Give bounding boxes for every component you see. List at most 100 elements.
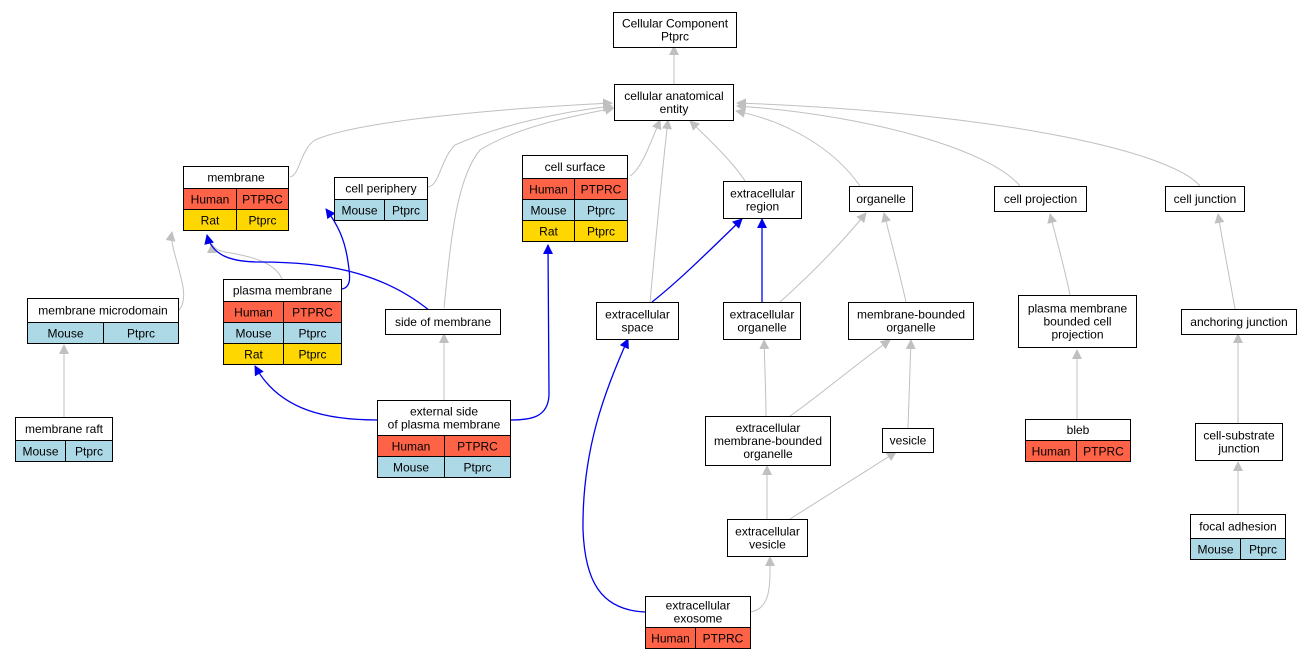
node-box bbox=[1195, 423, 1283, 461]
edge-projection-to-cae bbox=[736, 101, 1021, 187]
gene-label: PTPRC bbox=[1083, 445, 1124, 459]
node-label: extracellular bbox=[730, 308, 795, 322]
edge-surface-to-cae bbox=[629, 119, 662, 177]
node-label: Cellular Component bbox=[622, 17, 729, 31]
edge-ecspace-to-ecregion bbox=[651, 218, 743, 303]
edge-periphery-to-cae bbox=[427, 102, 613, 188]
node-box bbox=[723, 181, 802, 219]
edge-membrane-to-cae bbox=[289, 98, 613, 178]
node-label: cell junction bbox=[1174, 192, 1237, 206]
edge-ecspace-to-cae bbox=[649, 119, 672, 303]
node-label: membrane raft bbox=[25, 422, 104, 436]
gene-cell bbox=[384, 199, 428, 221]
node-junction[interactable]: cell junction bbox=[1165, 186, 1245, 212]
node-box bbox=[705, 416, 831, 466]
gene-cell bbox=[1240, 538, 1286, 560]
node-side[interactable]: side of membrane bbox=[385, 309, 501, 335]
gene-label: Ptprc bbox=[127, 327, 155, 341]
node-label: organelle bbox=[737, 321, 787, 335]
edge-exosome-to-ecspace bbox=[582, 338, 646, 613]
node-label: extracellular bbox=[736, 421, 801, 435]
node-label: cell periphery bbox=[345, 182, 416, 196]
node-label: side of membrane bbox=[395, 315, 491, 329]
node-label: membrane-bounded bbox=[857, 308, 965, 322]
edge-ecmbo-to-ecorganelle bbox=[759, 339, 770, 417]
gene-label: PTPRC bbox=[703, 632, 744, 646]
edge-junction-to-cae bbox=[736, 98, 1201, 187]
species-label: Mouse bbox=[47, 327, 83, 341]
node-label: of plasma membrane bbox=[388, 418, 501, 432]
node-box bbox=[27, 298, 179, 323]
species-label: Human bbox=[234, 306, 273, 320]
species-label: Mouse bbox=[235, 327, 271, 341]
node-label: extracellular bbox=[605, 308, 670, 322]
edge-microdomain-to-membrane bbox=[165, 231, 185, 312]
edges bbox=[59, 45, 1243, 613]
node-anchoring[interactable]: anchoring junction bbox=[1181, 309, 1297, 335]
node-label: region bbox=[746, 200, 779, 214]
gene-label: Ptprc bbox=[392, 204, 420, 218]
node-label: bounded cell bbox=[1043, 315, 1111, 329]
edge-organelle-to-cae bbox=[735, 107, 861, 187]
node-projection[interactable]: cell projection bbox=[994, 186, 1087, 212]
node-label: Ptprc bbox=[661, 30, 689, 44]
gene-label: Ptprc bbox=[587, 204, 615, 218]
node-label: bleb bbox=[1067, 423, 1090, 437]
node-label: space bbox=[621, 321, 653, 335]
node-box bbox=[613, 12, 737, 48]
edge-pmbcp-to-projection bbox=[1047, 213, 1071, 296]
species-label: Mouse bbox=[1197, 543, 1233, 557]
edge-extside-to-pm bbox=[254, 365, 379, 421]
species-label: Mouse bbox=[341, 204, 377, 218]
node-box bbox=[848, 302, 974, 340]
gene-label: PTPRC bbox=[581, 183, 622, 197]
species-label: Mouse bbox=[393, 461, 429, 475]
node-label: junction bbox=[1217, 442, 1259, 456]
node-box bbox=[385, 309, 501, 335]
gene-label: Ptprc bbox=[248, 214, 276, 228]
species-label: Mouse bbox=[22, 445, 58, 459]
node-organelle[interactable]: organelle bbox=[849, 186, 913, 212]
edge-ecmbo-to-mbo bbox=[789, 339, 891, 417]
species-label: Rat bbox=[201, 214, 220, 228]
gene-cell bbox=[444, 456, 511, 478]
gene-label: Ptprc bbox=[298, 327, 326, 341]
species-label: Human bbox=[392, 440, 431, 454]
node-label: vesicle bbox=[749, 538, 786, 552]
gene-label: PTPRC bbox=[242, 193, 283, 207]
node-label: cell projection bbox=[1004, 192, 1077, 206]
node-label: membrane microdomain bbox=[38, 304, 167, 318]
node-label: projection bbox=[1051, 328, 1103, 342]
node-label: organelle bbox=[856, 192, 906, 206]
node-vesicle[interactable]: vesicle bbox=[882, 428, 934, 453]
node-label: plasma membrane bbox=[1028, 302, 1128, 316]
node-label: entity bbox=[660, 102, 689, 116]
node-box bbox=[1181, 309, 1297, 335]
edge-vesicle-to-mbo bbox=[905, 339, 916, 429]
node-label: vesicle bbox=[890, 434, 927, 448]
edge-side-to-membrane bbox=[204, 234, 431, 312]
gene-cell bbox=[65, 440, 113, 462]
